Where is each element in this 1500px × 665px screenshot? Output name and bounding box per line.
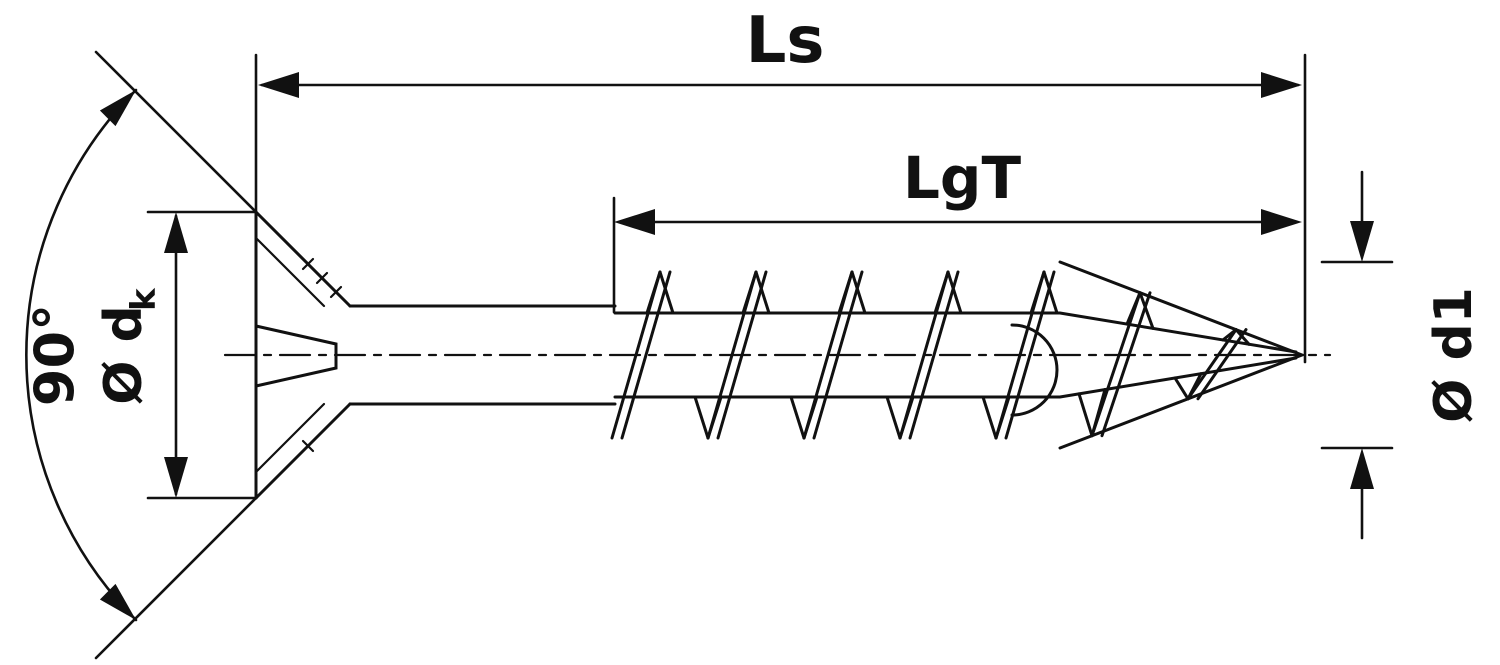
head-diameter-subscript: k — [124, 287, 164, 311]
total-length-label: Ls — [746, 4, 825, 78]
thread-line — [620, 270, 672, 440]
cut-point-notch — [1010, 323, 1059, 417]
thread-line — [1042, 270, 1059, 315]
thread-line — [812, 270, 864, 440]
head-serrations — [301, 257, 343, 453]
thread-line — [802, 270, 854, 440]
thread-line — [1138, 291, 1155, 330]
serration-tick — [315, 271, 329, 285]
thread-root-top — [613, 311, 1298, 354]
thread-line — [789, 395, 806, 440]
head-angle-dimension: 90° — [23, 50, 258, 660]
ls-arrow-right — [1261, 72, 1302, 98]
thread-line — [850, 270, 867, 315]
thread-line — [1004, 270, 1056, 440]
d1-arrow-bottom — [1350, 448, 1374, 489]
screw-outline — [254, 210, 1307, 500]
serration-tick — [315, 425, 329, 439]
ls-arrow-left — [258, 72, 299, 98]
d1-arrow-top — [1350, 221, 1374, 262]
lgt-arrow-right — [1261, 209, 1302, 235]
head-diameter-dimension: Ø d k — [94, 210, 258, 500]
serration-tick — [301, 257, 315, 271]
head-rib-line-top — [254, 236, 326, 308]
thread-line — [1077, 392, 1094, 438]
serration-tick — [329, 285, 343, 299]
thread-line — [908, 270, 960, 440]
thread-line — [994, 270, 1046, 440]
lgt-arrow-left — [614, 209, 655, 235]
head-rib-line-bottom — [254, 402, 326, 474]
head-diameter-label: Ø d — [94, 305, 154, 405]
thread-line — [1186, 328, 1238, 401]
thread-line — [706, 270, 758, 440]
thread-diameter-dimension: Ø d1 — [1320, 170, 1484, 540]
thread-diameter-label-group: Ø d1 — [1424, 287, 1484, 423]
head-angle-label: 90° — [23, 304, 86, 406]
thread-line — [1173, 376, 1190, 401]
head-angle-label-group: 90° — [23, 304, 86, 406]
thread-line — [885, 395, 902, 440]
dk-arrow-bottom — [164, 457, 188, 498]
angle-arc — [25, 88, 138, 622]
thread-line — [658, 270, 675, 315]
angle-arrow-top — [99, 90, 136, 127]
serration-tick — [329, 411, 343, 425]
thread-line — [898, 270, 950, 440]
head-diameter-label-group: Ø d k — [94, 287, 164, 405]
thread-length-label: LgT — [903, 144, 1021, 212]
thread-line — [610, 270, 662, 440]
dk-arrow-top — [164, 212, 188, 253]
serration-tick — [301, 439, 315, 453]
thread-line — [1100, 291, 1152, 438]
thread-line — [1090, 291, 1142, 438]
angle-construction-line-bottom — [94, 496, 258, 660]
thread-profile — [610, 270, 1251, 440]
thread-line — [693, 395, 710, 440]
thread-diameter-label: Ø d1 — [1424, 287, 1484, 423]
total-length-dimension: Ls — [254, 4, 1307, 364]
thread-line — [981, 395, 998, 440]
angle-construction-line-top — [94, 50, 258, 214]
thread-line — [946, 270, 963, 315]
drive-recess-profile — [254, 324, 338, 388]
head-cone-top — [254, 210, 352, 308]
angle-arrow-bottom — [99, 583, 136, 620]
thread-line — [754, 270, 771, 315]
thread-line — [716, 270, 768, 440]
thread-line — [1196, 328, 1248, 401]
thread-length-dimension: LgT — [612, 144, 1302, 314]
